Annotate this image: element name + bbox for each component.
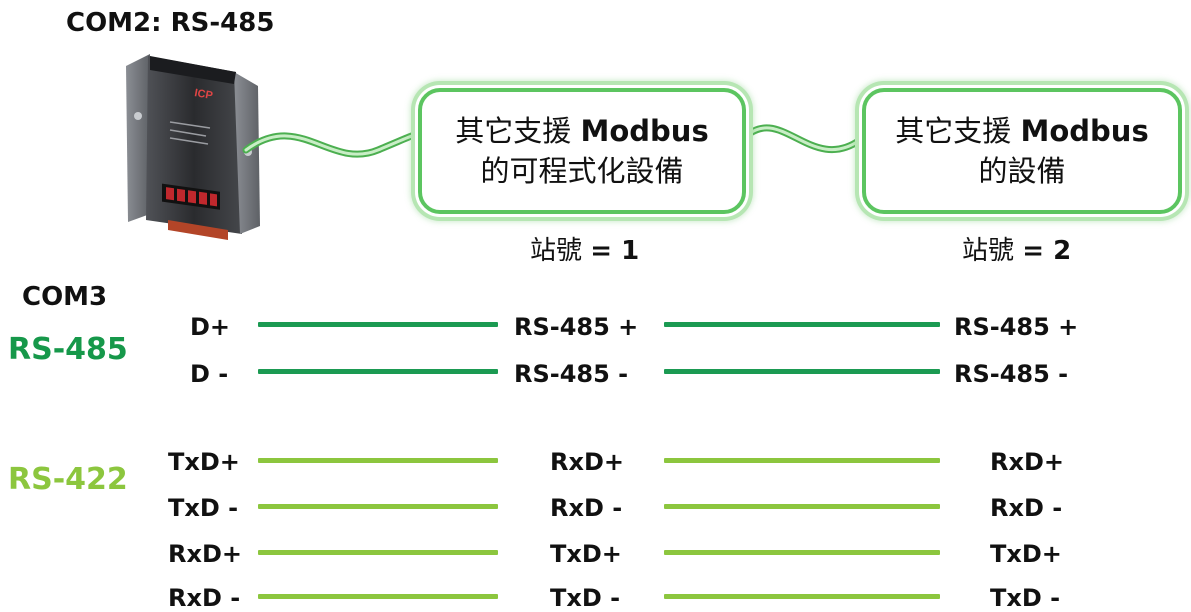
pin-right-txd-plus: TxD+ bbox=[990, 540, 1062, 568]
wire-rs422-3a bbox=[258, 550, 498, 555]
wire-rs485-minus-2 bbox=[664, 369, 940, 374]
pin-left-txd-minus: TxD - bbox=[168, 494, 239, 522]
device1-line1: 其它支援 Modbus bbox=[455, 111, 708, 151]
modbus-plc-device-box: 其它支援 Modbus 的可程式化設備 bbox=[418, 88, 746, 214]
pin-mid-rs485-minus: RS-485 - bbox=[514, 360, 629, 388]
wire-rs422-3b bbox=[664, 550, 940, 555]
pin-mid-rxd-minus: RxD - bbox=[550, 494, 623, 522]
pin-mid-txd-plus: TxD+ bbox=[550, 540, 622, 568]
device2-line2: 的設備 bbox=[978, 154, 1066, 188]
pin-right-rxd-minus: RxD - bbox=[990, 494, 1063, 522]
svg-text:ICP: ICP bbox=[193, 87, 213, 102]
modbus-device-box: 其它支援 Modbus 的設備 bbox=[862, 88, 1182, 214]
device2-line1-cjk: 其它支援 bbox=[895, 114, 1012, 148]
station2-label: 站號 bbox=[962, 236, 1015, 266]
pin-left-d-minus: D - bbox=[190, 360, 229, 388]
station1-label: 站號 bbox=[530, 236, 583, 266]
wire-rs422-2b bbox=[664, 504, 940, 509]
pin-left-d-plus: D+ bbox=[190, 313, 231, 341]
station-number-1: 站號 = 1 bbox=[530, 230, 639, 267]
pin-right-rs485-minus: RS-485 - bbox=[954, 360, 1069, 388]
device1-line1-en: Modbus bbox=[580, 114, 709, 148]
rs422-label: RS-422 bbox=[8, 462, 128, 497]
pin-mid-rs485-plus: RS-485 + bbox=[514, 313, 639, 341]
station2-value: = 2 bbox=[1022, 236, 1072, 266]
pin-mid-rxd-plus: RxD+ bbox=[550, 448, 624, 476]
pin-left-rxd-minus: RxD - bbox=[168, 584, 241, 612]
pin-right-rs485-plus: RS-485 + bbox=[954, 313, 1079, 341]
device1-line2: 的可程式化設備 bbox=[480, 154, 684, 188]
wire-rs485-plus-2 bbox=[664, 322, 940, 327]
device2-line1-en: Modbus bbox=[1020, 114, 1149, 148]
com3-title: COM3 bbox=[22, 282, 108, 312]
wire-rs485-plus-1 bbox=[258, 322, 498, 327]
station-number-2: 站號 = 2 bbox=[962, 230, 1071, 267]
pin-right-txd-minus: TxD - bbox=[990, 584, 1061, 612]
wire-rs422-4a bbox=[258, 594, 498, 599]
wire-rs422-1b bbox=[664, 458, 940, 463]
wire-rs422-1a bbox=[258, 458, 498, 463]
pin-mid-txd-minus: TxD - bbox=[550, 584, 621, 612]
device2-line1: 其它支援 Modbus bbox=[895, 111, 1148, 151]
wire-rs485-minus-1 bbox=[258, 369, 498, 374]
station1-value: = 1 bbox=[590, 236, 640, 266]
com2-title: COM2: RS-485 bbox=[66, 8, 275, 38]
rs485-label: RS-485 bbox=[8, 332, 128, 367]
pin-left-txd-plus: TxD+ bbox=[168, 448, 240, 476]
wire-rs422-4b bbox=[664, 594, 940, 599]
wire-rs422-2a bbox=[258, 504, 498, 509]
device1-line1-cjk: 其它支援 bbox=[455, 114, 572, 148]
pin-left-rxd-plus: RxD+ bbox=[168, 540, 242, 568]
pin-right-rxd-plus: RxD+ bbox=[990, 448, 1064, 476]
pac-controller-image: ICP bbox=[126, 54, 260, 240]
